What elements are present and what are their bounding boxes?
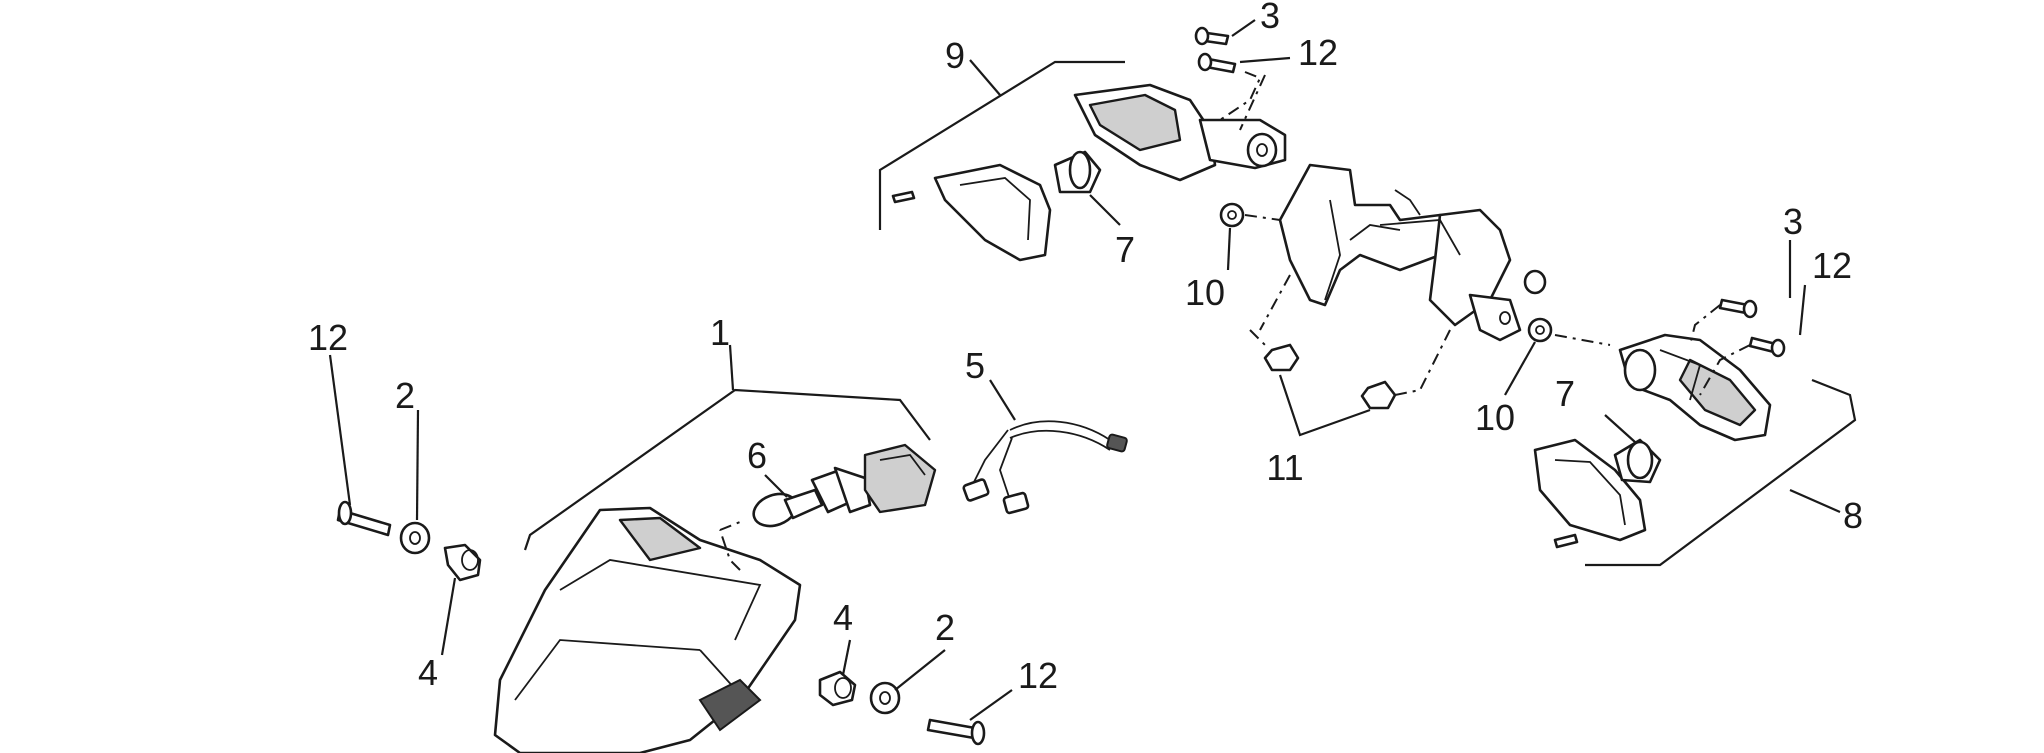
leader-10-right [1504, 341, 1536, 396]
leader-6 [764, 474, 788, 498]
right-indicator-body [1618, 333, 1772, 442]
left-indicator-screw [891, 190, 916, 204]
callout-1: 1 [710, 312, 730, 353]
dash-washer-right [1554, 334, 1611, 346]
top-screw-3 [1194, 26, 1230, 46]
callout-12-bottom: 12 [1018, 655, 1058, 696]
leader-12-left [328, 354, 352, 506]
leader-4-left [440, 577, 457, 656]
right-indicator-bulb [1613, 438, 1662, 484]
right-indicator-lens [1533, 438, 1647, 542]
callout-2-bottom: 2 [935, 607, 955, 648]
callout-7-right: 7 [1555, 373, 1575, 414]
callout-8: 8 [1843, 495, 1863, 536]
leader-5 [989, 379, 1016, 421]
callout-12-top: 12 [1298, 32, 1338, 73]
left-indicator-bulb [1053, 150, 1102, 194]
callout-6: 6 [747, 435, 767, 476]
callout-4-bottom: 4 [833, 597, 853, 638]
bottom-washer [869, 681, 901, 715]
callout-10-right: 10 [1475, 397, 1515, 438]
dash-top-screws [1219, 71, 1266, 131]
callout-5: 5 [965, 345, 985, 386]
nut-11-left [1263, 343, 1300, 372]
left-spacer [443, 543, 482, 582]
leader-12-bottom [969, 689, 1013, 721]
right-screw-3 [1718, 298, 1758, 319]
bracket-1 [523, 388, 931, 551]
dash-nut-left [1249, 274, 1291, 349]
washer-10-right [1527, 317, 1553, 343]
callout-labels: 1 2 2 3 3 4 4 5 6 7 7 8 9 10 10 11 12 12… [308, 0, 1863, 696]
headlight-housing [493, 506, 802, 753]
right-indicator-screw [1553, 533, 1579, 549]
bracket-9 [878, 60, 1125, 230]
indicator-bracket [1278, 163, 1547, 342]
left-bolt [336, 500, 392, 537]
leader-2-left [415, 409, 420, 521]
left-washer [399, 521, 431, 555]
bottom-bolt [926, 718, 986, 746]
leader-4-bottom [841, 639, 852, 676]
leader-7-right [1604, 414, 1636, 443]
right-screw-12 [1748, 336, 1786, 358]
leader-7-left [1089, 194, 1121, 226]
bracket-8 [1585, 378, 1857, 567]
dash-washer-left [1244, 214, 1281, 221]
rubber-cap [863, 443, 937, 514]
bracket-11 [1278, 374, 1371, 437]
callout-12-left: 12 [308, 317, 348, 358]
nut-11-right [1360, 380, 1397, 410]
leader-8 [1789, 488, 1841, 514]
callout-7-left: 7 [1115, 229, 1135, 270]
left-indicator-body [1073, 83, 1287, 182]
dash-right-screws [1689, 304, 1751, 396]
leader-12-right [1798, 284, 1807, 336]
callout-11: 11 [1266, 447, 1303, 488]
callout-9: 9 [945, 35, 965, 76]
callout-12-right: 12 [1812, 245, 1852, 286]
leader-12-top [1239, 56, 1291, 64]
leader-1 [728, 344, 735, 391]
leader-3-top [1231, 19, 1256, 37]
callout-3-top: 3 [1260, 0, 1280, 36]
dash-nut-right [1394, 329, 1451, 396]
callout-10-left: 10 [1185, 272, 1225, 313]
wiring-harness [962, 420, 1128, 515]
left-indicator-lens [933, 163, 1052, 262]
dash-bulb-housing [719, 519, 746, 571]
leader-2-bottom [894, 649, 946, 691]
leader-10-left [1226, 227, 1232, 271]
headlight-bulb [752, 466, 872, 528]
top-screw-12 [1197, 52, 1237, 74]
washer-10-left [1219, 202, 1245, 228]
bottom-spacer [818, 670, 857, 707]
callout-4-left: 4 [418, 652, 438, 693]
callout-2-left: 2 [395, 375, 415, 416]
callout-3-right: 3 [1783, 201, 1803, 242]
leader-9 [969, 59, 1001, 96]
